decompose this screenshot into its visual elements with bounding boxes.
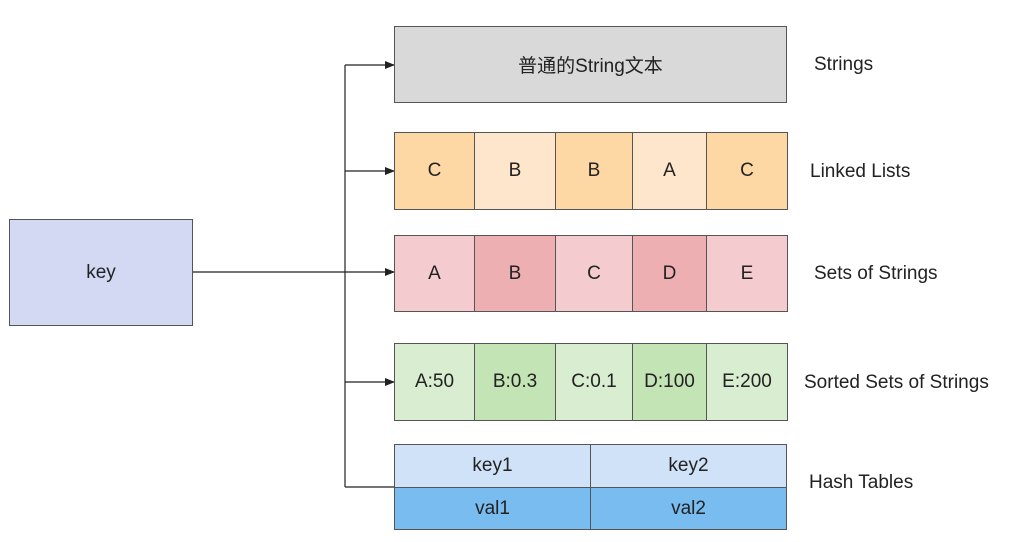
set-cell: D (632, 235, 707, 312)
hash-key-cell: key1 (472, 455, 513, 476)
hash-val-cell: val2 (590, 488, 786, 529)
strings-box: 普通的String文本 (394, 26, 787, 103)
linked-list-cell: C (706, 132, 788, 210)
set-cell: E (706, 235, 788, 312)
key-label: key (86, 261, 116, 283)
set-cell: A (394, 235, 475, 312)
hash-table: key1 key2 val1 val2 (394, 444, 787, 530)
sorted-set-cell: D:100 (632, 343, 707, 421)
linked-list-cell: B (474, 132, 556, 210)
hash-val-row: val1 val2 (395, 487, 786, 529)
linked-list-cell: A (632, 132, 707, 210)
key-box: key (9, 219, 193, 326)
hash-key-cell: key2 (590, 445, 786, 487)
linked-list-cell: B (555, 132, 633, 210)
sorted-sets-label: Sorted Sets of Strings (804, 372, 989, 393)
sorted-set-cell: A:50 (394, 343, 475, 421)
set-cell: C (555, 235, 633, 312)
sorted-set-cell: B:0.3 (474, 343, 556, 421)
strings-label: Strings (814, 54, 874, 75)
sorted-set-cell: C:0.1 (555, 343, 633, 421)
sets-label: Sets of Strings (814, 263, 938, 284)
strings-text: 普通的String文本 (518, 56, 663, 77)
set-cell: B (474, 235, 556, 312)
linked-list-cell: C (394, 132, 475, 210)
sorted-set-cell: E:200 (706, 343, 788, 421)
hash-tables-label: Hash Tables (809, 472, 914, 493)
hash-val-cell: val1 (475, 497, 510, 519)
linked-lists-label: Linked Lists (810, 161, 911, 182)
hash-key-row: key1 key2 (395, 445, 786, 487)
